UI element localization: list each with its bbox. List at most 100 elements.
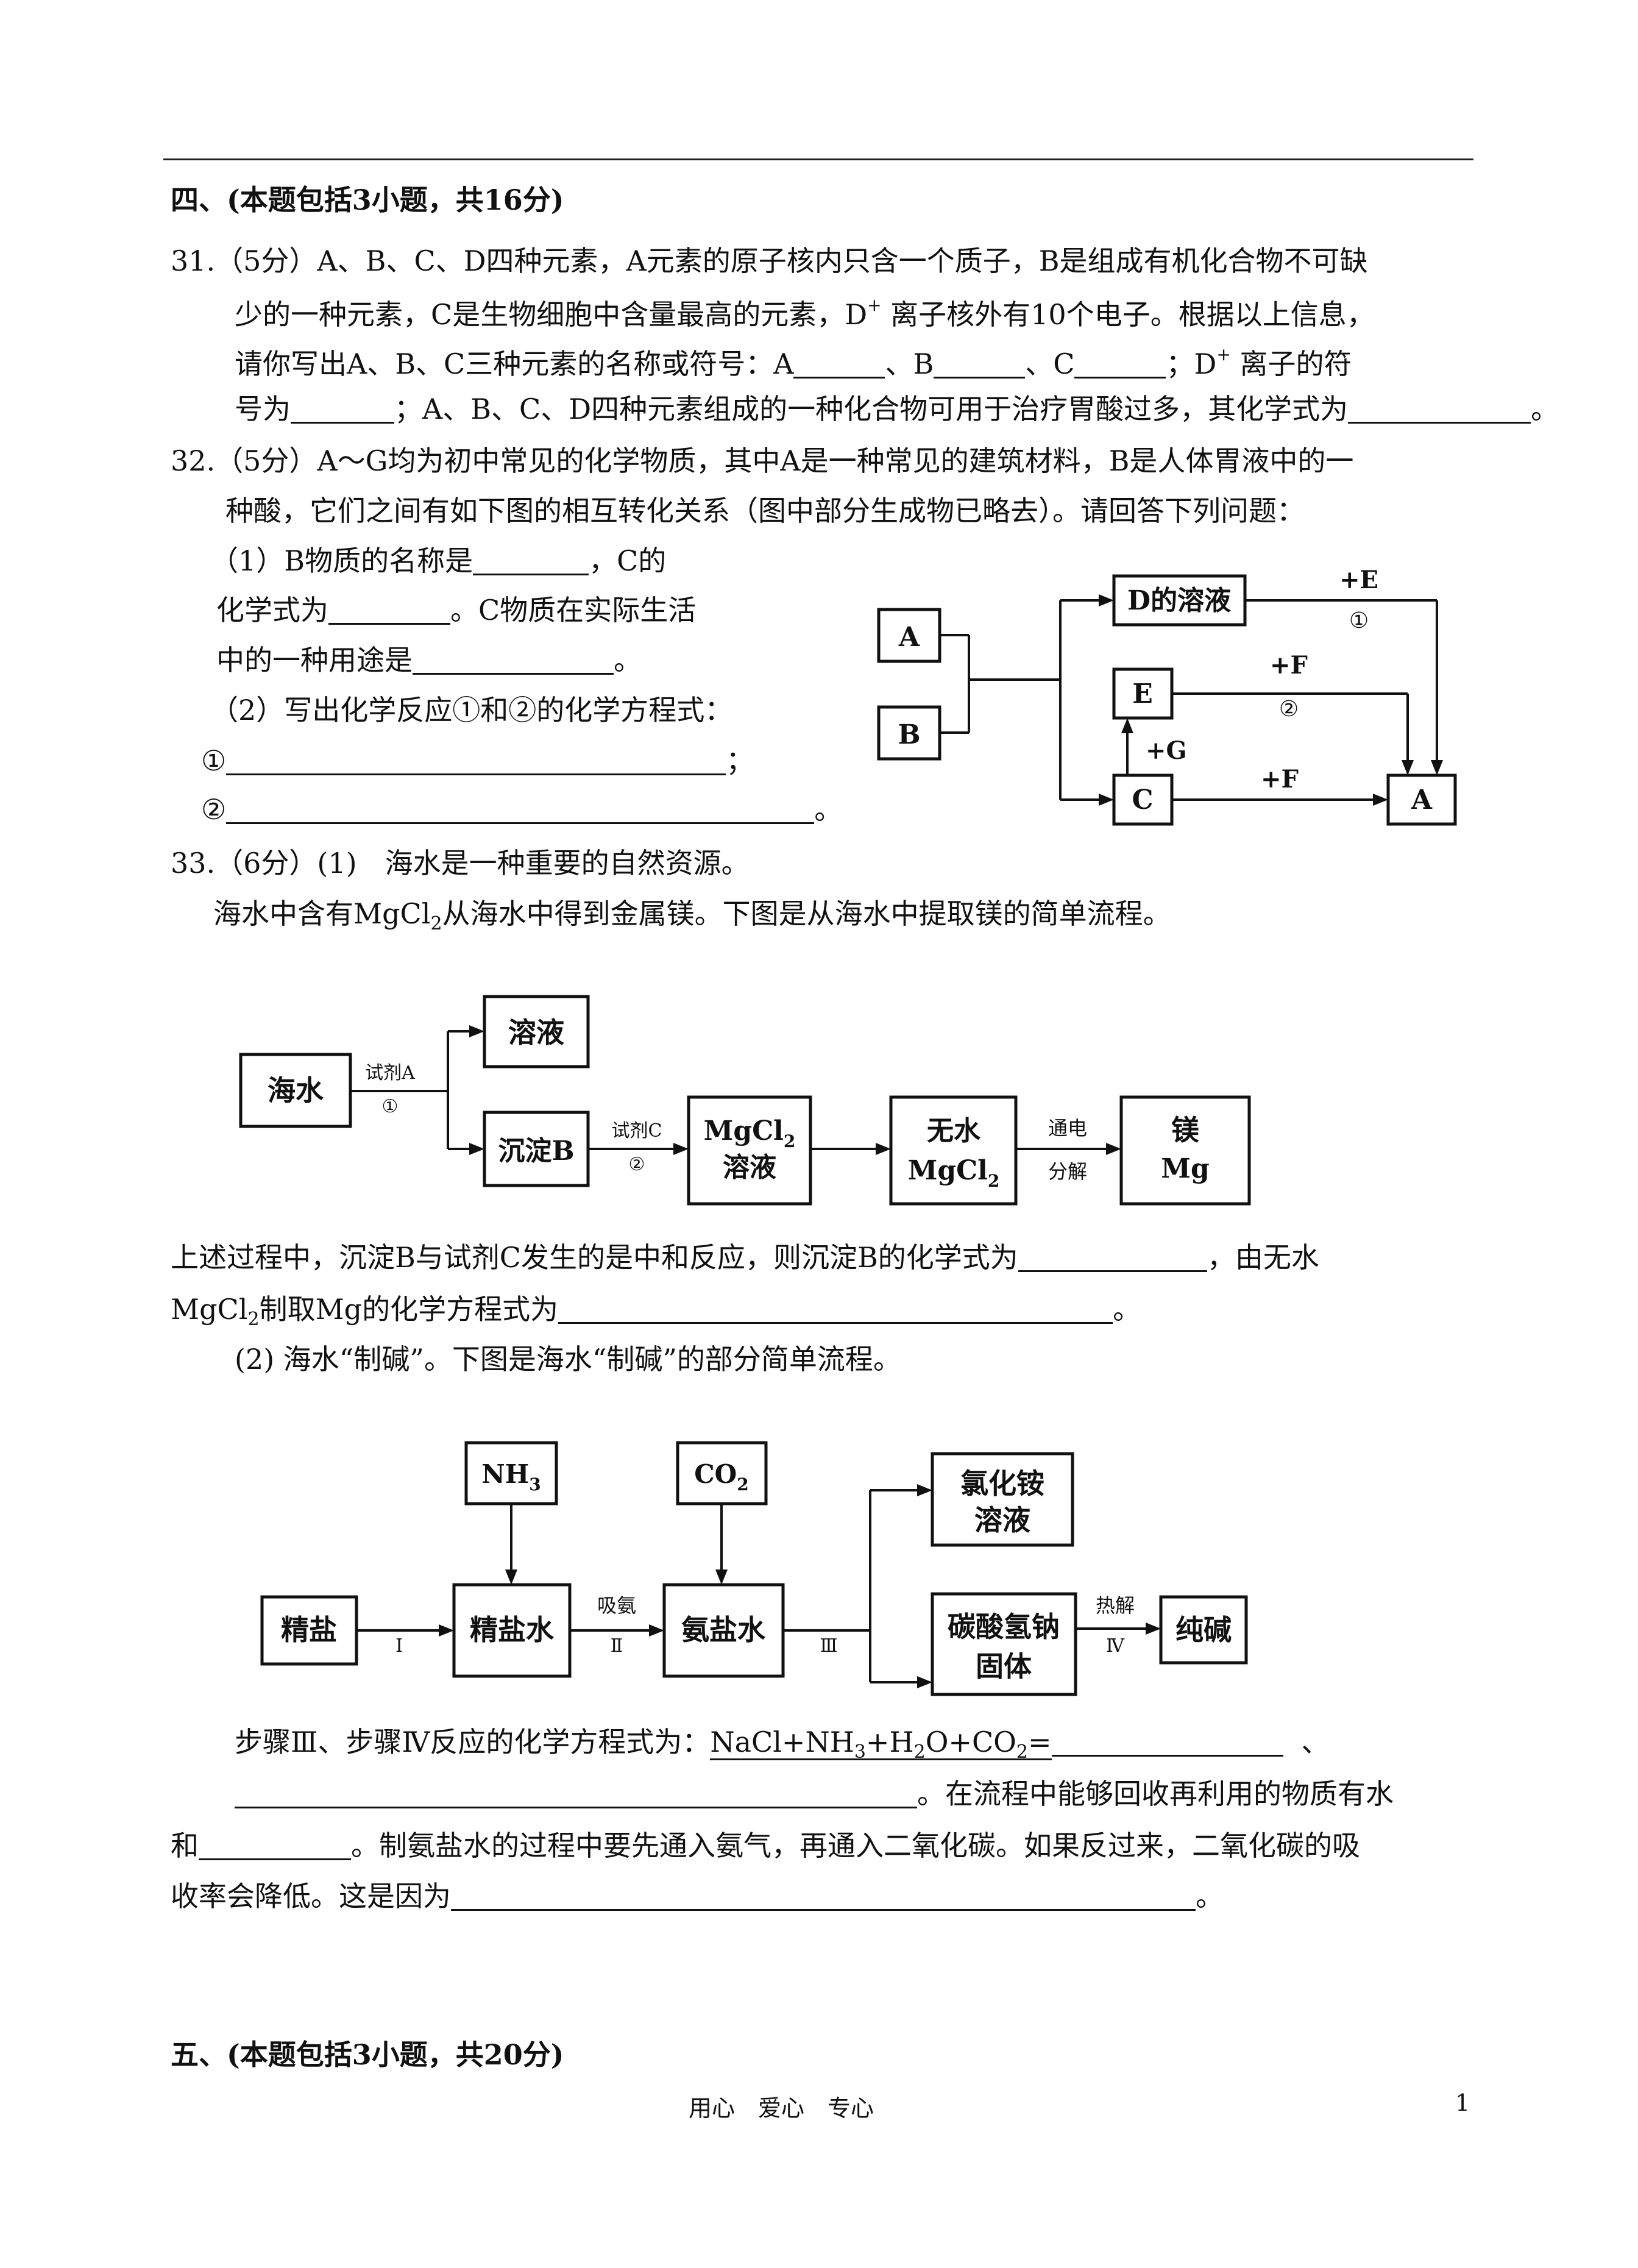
box-seawater bbox=[239, 1053, 352, 1128]
step-2-label: ② bbox=[629, 1154, 645, 1175]
q32-r2-end: 。 bbox=[814, 793, 843, 826]
co2-formula: CO2 bbox=[694, 1459, 749, 1495]
box-anhydrous-mgcl2 bbox=[889, 1095, 1018, 1206]
q33-step-line-3: 和。制氨盐水的过程中要先通入氨气，再通入二氧化碳。如果反过来，二氧化碳的吸 bbox=[171, 1832, 1360, 1860]
eq-d: = bbox=[1027, 1726, 1052, 1758]
q32-p3-end: 。 bbox=[614, 644, 642, 677]
q33-part-2: (2) 海水“制碱”。下图是海水“制碱”的部分简单流程。 bbox=[235, 1343, 901, 1376]
page-number: 1 bbox=[1455, 2089, 1470, 2116]
blank-mg-equation[interactable] bbox=[558, 1295, 1113, 1324]
box-nh3 bbox=[464, 1441, 558, 1505]
anhydrous-label: 无水 bbox=[927, 1115, 981, 1146]
q31-l3-e: 离子的符 bbox=[1230, 347, 1352, 380]
blank-recycle[interactable] bbox=[199, 1832, 351, 1860]
q33-step-line-4: 收率会降低。这是因为 。 bbox=[171, 1882, 1224, 1911]
step-iv-label: Ⅳ bbox=[1106, 1635, 1125, 1657]
q31-line-2-text: 少的一种元素，C是生物细胞中含量最高的元素，D bbox=[235, 298, 868, 331]
blank-c-formula[interactable] bbox=[328, 596, 450, 625]
box-soda-ash bbox=[1159, 1595, 1248, 1665]
soda-equation: NaCl+NH3+H2O+CO2= bbox=[710, 1726, 1052, 1763]
q32-r1-num: ① bbox=[201, 744, 227, 777]
q33-step-4-a: 收率会降低。这是因为 bbox=[171, 1880, 451, 1913]
box-co2 bbox=[676, 1441, 768, 1505]
step-iii-label: Ⅲ bbox=[820, 1635, 838, 1657]
q31-line-1: 31.（5分）A、B、C、D四种元素，A元素的原子核内只含一个质子，B是组成有机… bbox=[171, 244, 1368, 277]
plus-f-label-1: +F bbox=[1270, 651, 1308, 680]
step-ii-label: Ⅱ bbox=[611, 1635, 623, 1657]
anhydrous-sub: 2 bbox=[988, 1171, 999, 1191]
box-magnesium bbox=[1119, 1095, 1251, 1206]
q32-p3: 中的一种用途是。 bbox=[216, 646, 642, 675]
q32-line-1: 32.（5分）A～G均为初中常见的化学物质，其中A是一种常见的建筑材料，B是人体… bbox=[171, 444, 1354, 477]
blank-formula[interactable] bbox=[1348, 395, 1531, 424]
box-sodium-bicarbonate bbox=[931, 1592, 1077, 1696]
eq-a: NaCl+NH bbox=[710, 1726, 854, 1758]
blank-a[interactable] bbox=[793, 350, 885, 379]
blank-c-use[interactable] bbox=[413, 646, 614, 675]
pyrolysis-label: 热解 bbox=[1096, 1594, 1135, 1617]
blank-b-name[interactable] bbox=[473, 547, 589, 575]
solution-label: 溶液 bbox=[508, 1016, 564, 1049]
plus-f-label-2: +F bbox=[1261, 765, 1299, 794]
node-a bbox=[877, 608, 941, 663]
q33-step-a: 步骤Ⅲ、步骤Ⅳ反应的化学方程式为： bbox=[235, 1726, 711, 1758]
q33-step-3-a: 和 bbox=[171, 1829, 199, 1862]
nh3-sub: 3 bbox=[529, 1474, 541, 1495]
q31-l3-a: 请你写出A、B、C三种元素的名称或符号：A bbox=[235, 347, 794, 380]
mgcl2-solution-formula: MgCl2 bbox=[704, 1115, 796, 1151]
reaction-2-label: ② bbox=[1279, 697, 1299, 722]
q33-step-4-end: 。 bbox=[1196, 1880, 1224, 1913]
q32-p2-a: 化学式为 bbox=[216, 594, 328, 627]
box-solution bbox=[483, 995, 590, 1068]
node-a-product bbox=[1386, 773, 1457, 826]
step-i-label: Ⅰ bbox=[395, 1635, 403, 1657]
magnesium-symbol: Mg bbox=[1161, 1153, 1209, 1184]
blank-precip-formula[interactable] bbox=[1018, 1243, 1207, 1272]
q33-after-1: 上述过程中，沉淀B与试剂C发生的是中和反应，则沉淀B的化学式为 ，由无水 bbox=[171, 1243, 1319, 1272]
anhydrous-mgcl-text: MgCl bbox=[908, 1155, 988, 1186]
blank-eq-iii[interactable] bbox=[1051, 1728, 1283, 1757]
eq-sub-3: 2 bbox=[1016, 1741, 1028, 1763]
eq-c: O+CO bbox=[925, 1726, 1016, 1758]
q31-l4-b: ；A、B、C、D四种元素组成的一种化合物可用于治疗胃酸过多，其化学式为 bbox=[394, 393, 1349, 425]
absorb-ammonia-label: 吸氨 bbox=[597, 1594, 636, 1617]
plus-e-label: +E bbox=[1339, 566, 1378, 594]
refined-salt-label: 精盐 bbox=[281, 1613, 337, 1646]
q33-after-2-a: MgCl bbox=[171, 1293, 248, 1326]
box-mgcl2-solution bbox=[687, 1095, 812, 1206]
q31-l3-d: ；D bbox=[1166, 347, 1217, 380]
q31-l4-a: 号为 bbox=[235, 393, 291, 425]
q32-r2: ②。 bbox=[201, 795, 842, 824]
blank-d-ion[interactable] bbox=[291, 395, 394, 424]
solid-label: 固体 bbox=[976, 1650, 1032, 1683]
blank-c[interactable] bbox=[1074, 350, 1166, 379]
q33-after-1-b: ，由无水 bbox=[1207, 1241, 1319, 1274]
blank-b[interactable] bbox=[934, 350, 1026, 379]
q31-line-2: 少的一种元素，C是生物细胞中含量最高的元素，D+ 离子核外有10个电子。根据以上… bbox=[235, 297, 1375, 329]
seawater-label: 海水 bbox=[268, 1074, 324, 1107]
brine-label: 精盐水 bbox=[470, 1613, 555, 1646]
decompose-label: 分解 bbox=[1048, 1160, 1087, 1183]
blank-reason[interactable] bbox=[451, 1882, 1196, 1911]
q31-line-2-end: 离子核外有10个电子。根据以上信息， bbox=[881, 298, 1375, 331]
q33-l2-sub: 2 bbox=[430, 913, 442, 934]
blank-eq-iv[interactable] bbox=[235, 1780, 917, 1808]
blank-eq-1[interactable] bbox=[226, 747, 726, 775]
q33-after-1-a: 上述过程中，沉淀B与试剂C发生的是中和反应，则沉淀B的化学式为 bbox=[171, 1241, 1018, 1274]
ammonia-brine-label: 氨盐水 bbox=[681, 1613, 766, 1646]
nh3-text: NH bbox=[481, 1459, 529, 1489]
q32-p4: （2）写出化学反应①和②的化学方程式： bbox=[210, 694, 733, 727]
mgcl2-sub: 2 bbox=[784, 1131, 795, 1151]
magnesium-word: 镁 bbox=[1171, 1114, 1199, 1146]
q33-after-2-end: 。 bbox=[1113, 1293, 1141, 1326]
nh3-formula: NH3 bbox=[481, 1459, 541, 1495]
blank-eq-2[interactable] bbox=[226, 795, 815, 824]
soda-ash-label: 纯碱 bbox=[1175, 1613, 1232, 1646]
electrolysis-label: 通电 bbox=[1048, 1117, 1087, 1140]
d-plus-sup: + bbox=[867, 295, 882, 315]
node-a-label: A bbox=[898, 622, 920, 653]
q32-p1-b: ，C的 bbox=[589, 544, 667, 577]
node-e-label: E bbox=[1132, 678, 1153, 709]
q32-p1-a: （1）B物质的名称是 bbox=[210, 544, 473, 577]
precipitate-label: 沉淀B bbox=[498, 1136, 574, 1167]
